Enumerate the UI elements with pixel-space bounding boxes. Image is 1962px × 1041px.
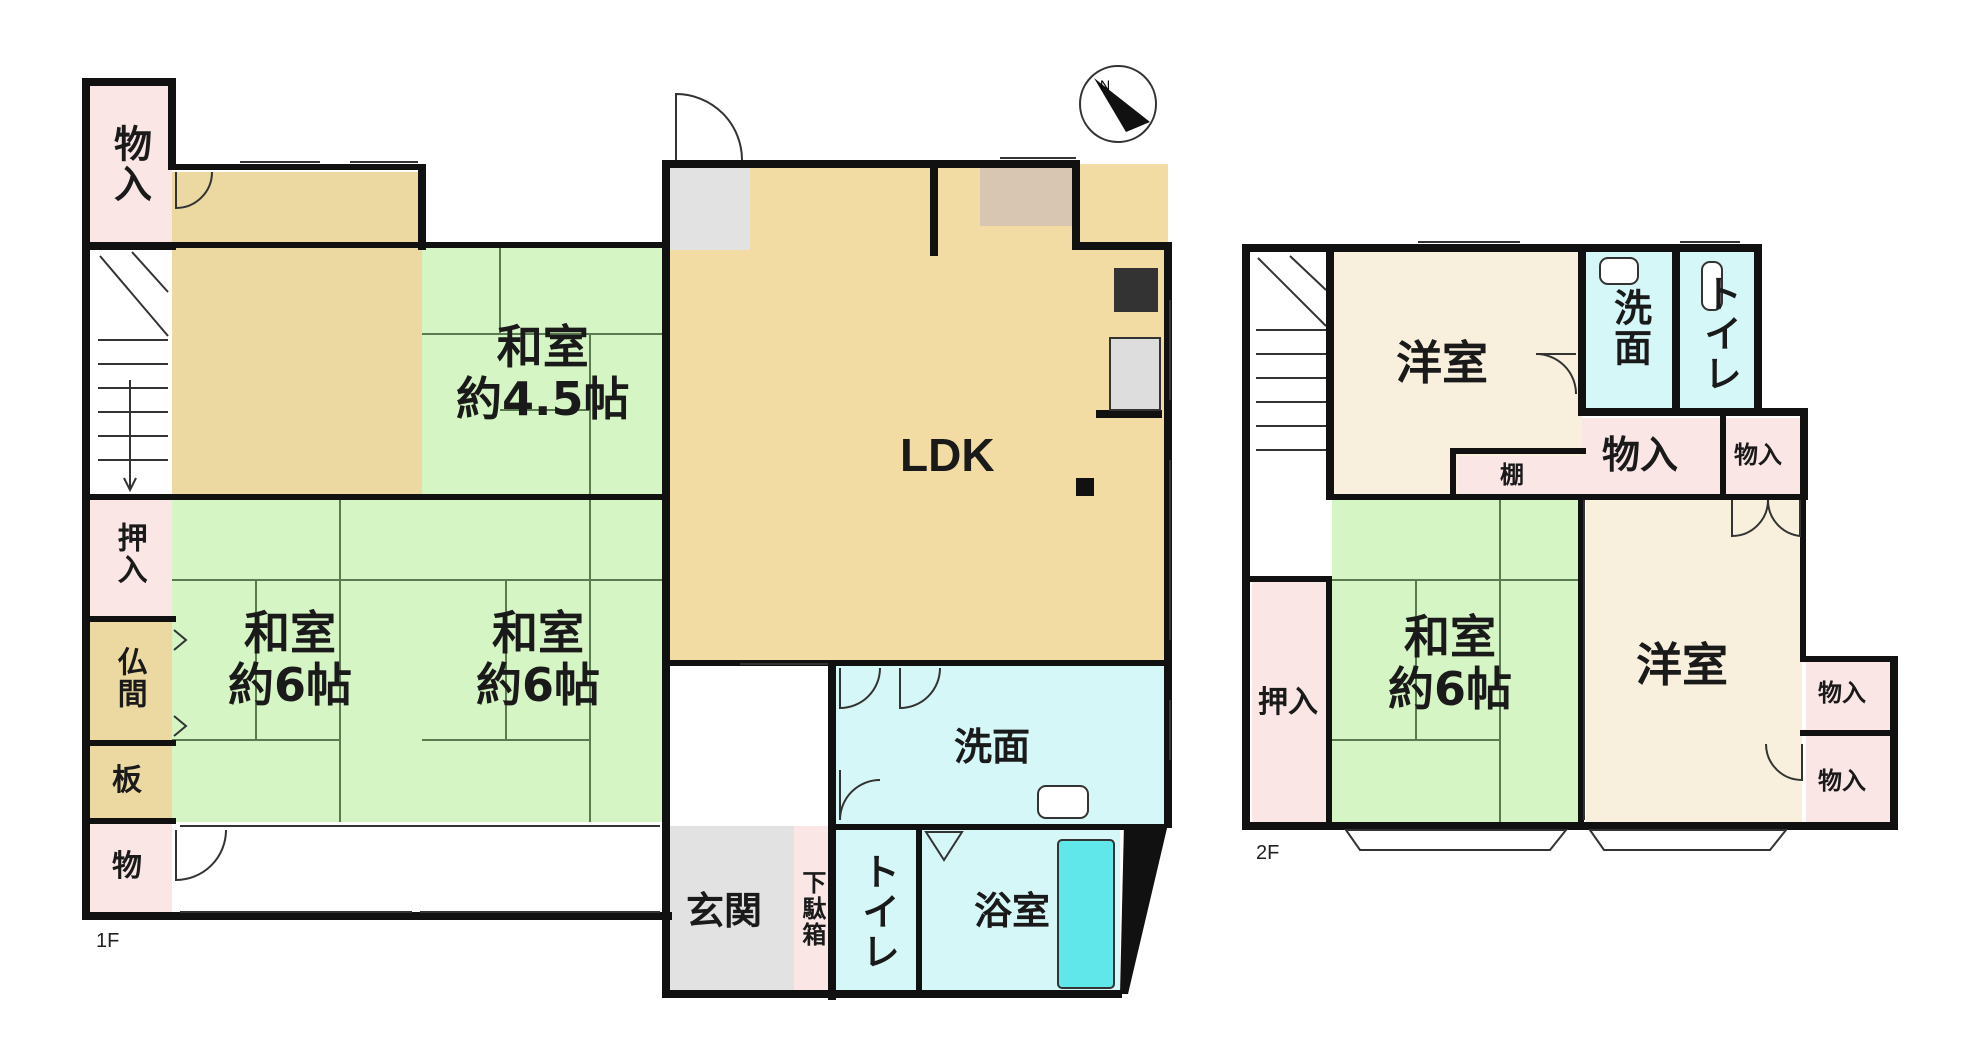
- walls-1f: [82, 78, 1172, 1000]
- bath-wall-wedge: [1120, 824, 1168, 994]
- kitchen-sink: [1109, 337, 1161, 411]
- washitsu-6a-fill: [172, 498, 422, 822]
- stair-2f: [1256, 255, 1327, 451]
- stove: [1114, 268, 1158, 312]
- windows-2f: [1418, 241, 1740, 820]
- senmen-1f-fill: [836, 664, 1168, 824]
- doors-2f: [1535, 353, 1803, 782]
- windows-1f: [180, 157, 1171, 913]
- floor-1: N: [82, 65, 1172, 1000]
- stair-2f-fill: [1248, 250, 1328, 500]
- oshiire-fill: [88, 498, 172, 620]
- storage-2f-a-fill: [1582, 418, 1722, 496]
- ita-fill: [88, 744, 172, 822]
- getabako-fill: [794, 826, 828, 994]
- doors-1f: [173, 92, 964, 882]
- storage-2f-c-fill: [1806, 660, 1892, 730]
- ldk-entry-tile: [668, 164, 750, 250]
- youshitsu-a-fill: [1332, 252, 1582, 496]
- bathtub: [1057, 839, 1115, 989]
- toilet-fixture-2f: [1701, 261, 1723, 311]
- storage-bottom-fill: [88, 822, 172, 914]
- toilet-1f-fill: [836, 830, 920, 994]
- storage-2f-b-fill: [1726, 418, 1804, 496]
- walls-2f: [1242, 244, 1898, 830]
- stair-1f: [98, 251, 169, 493]
- compass-rose: N: [1079, 65, 1157, 143]
- tatami-lines-2f: [1332, 496, 1582, 824]
- ldk-alcove: [980, 164, 1076, 226]
- western-room-1f-fill: [172, 172, 422, 498]
- wash-basin-2f: [1599, 257, 1639, 285]
- compass-north-label: N: [1100, 77, 1110, 93]
- genkan-fill: [668, 826, 794, 994]
- tana-fill: [1458, 456, 1582, 496]
- floor-2: [1242, 241, 1898, 851]
- bay-windows-2f: [1344, 829, 1789, 851]
- washitsu-45-fill: [422, 246, 668, 498]
- wash-basin: [1037, 785, 1089, 819]
- butsuma-fill: [88, 620, 172, 744]
- youshitsu-b-fill: [1586, 500, 1802, 824]
- tatami-lines-1f: [172, 246, 668, 822]
- storage-top-fill: [88, 84, 172, 246]
- washitsu-2f-fill: [1332, 496, 1582, 824]
- washitsu-6b-fill: [422, 498, 668, 822]
- hall-fill: [668, 664, 828, 826]
- storage-2f-d-fill: [1806, 734, 1892, 824]
- oshiire-2f-fill: [1252, 580, 1328, 824]
